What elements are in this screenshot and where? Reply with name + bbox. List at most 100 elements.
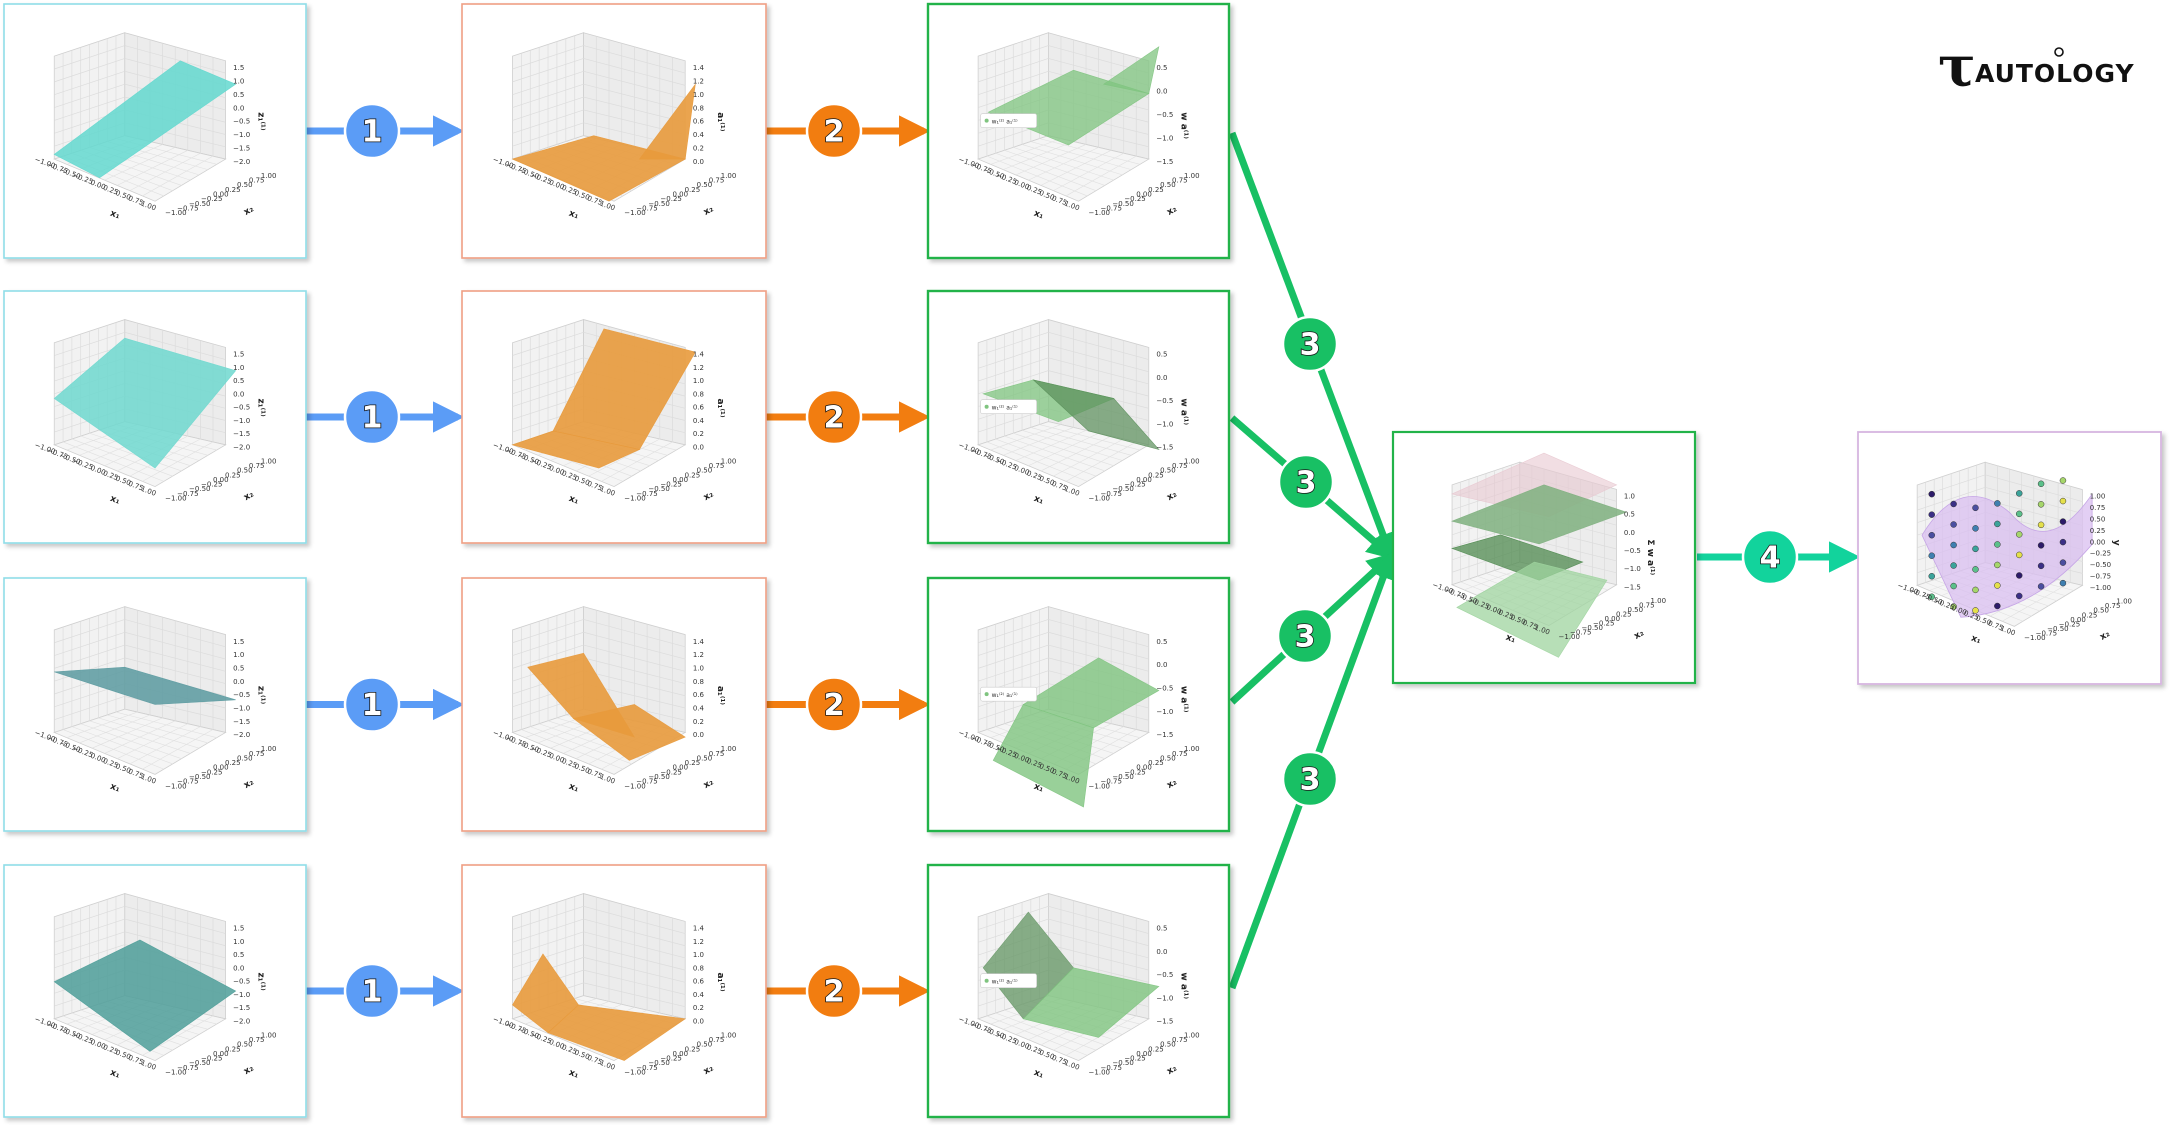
y-tick-label: 0.50 <box>237 754 253 762</box>
y-axis-label: x₂ <box>702 204 715 218</box>
z-tick-label: 0.0 <box>1156 661 1167 669</box>
z-tick-label: 0.0 <box>233 964 244 972</box>
y-tick-label: −1.00 <box>624 209 645 217</box>
z-tick-label: 1.00 <box>2090 493 2106 501</box>
z-axis-label: w a⁽¹⁾ <box>1178 686 1188 713</box>
step-4-badge: 4 <box>1741 528 1799 586</box>
z-tick-label: 1.2 <box>693 364 704 372</box>
y-axis-label: x₂ <box>702 1064 715 1078</box>
y-tick-label: −0.50 <box>648 773 669 781</box>
z-tick-label: 0.5 <box>1156 351 1167 359</box>
data-point <box>2015 551 2023 559</box>
step-1-badge-row-1: 1 <box>343 102 401 160</box>
data-point <box>2015 490 2023 497</box>
x-axis-label: x₁ <box>109 782 122 795</box>
z-tick-label: 0.0 <box>693 1017 704 1025</box>
y-tick-label: 0.25 <box>225 471 241 479</box>
z-tick-label: −1.0 <box>1624 565 1641 573</box>
z-tick-label: −1.00 <box>2090 584 2111 592</box>
y-tick-label: −0.25 <box>1593 620 1614 628</box>
y-tick-label: 0.25 <box>1148 1045 1164 1053</box>
output-panel: −1.00−0.75−0.50−0.250.000.250.500.751.00… <box>1857 431 2162 685</box>
step-badge-label: 3 <box>1300 328 1321 363</box>
step-badge-label: 4 <box>1760 541 1781 576</box>
data-point <box>2059 477 2067 484</box>
y-tick-label: −0.75 <box>1100 205 1121 213</box>
data-point <box>1972 586 1979 594</box>
z-tick-label: −1.0 <box>1156 134 1173 142</box>
z-tick-label: −0.75 <box>2090 573 2111 581</box>
sum-plane-mid <box>1451 484 1628 545</box>
y-tick-label: −1.00 <box>624 1069 645 1077</box>
y-tick-label: 0.75 <box>1172 176 1188 184</box>
y-tick-label: −0.25 <box>660 1055 681 1063</box>
y-tick-label: 0.50 <box>1160 1041 1176 1049</box>
z-tick-label: 0.5 <box>233 951 244 959</box>
z-tick-label: 0.5 <box>1624 511 1635 519</box>
sum-panel: −1.00−0.75−0.50−0.250.000.250.500.751.00… <box>1391 430 1697 685</box>
weighted-ramp-face <box>992 704 1094 808</box>
y-tick-label: −1.00 <box>2024 634 2045 642</box>
z-tick-label: 0.8 <box>693 678 704 686</box>
step-1-badge-row-4: 1 <box>343 962 401 1020</box>
y-tick-label: 0.50 <box>1627 606 1643 614</box>
z-tick-label: 1.2 <box>693 651 704 659</box>
logo-target-icon <box>2054 47 2064 57</box>
x-axis-label: x₁ <box>1032 782 1045 795</box>
weighted-panel-row-1: −1.00−0.75−0.50−0.250.000.250.500.751.00… <box>926 2 1231 260</box>
data-point <box>1994 602 2001 610</box>
y-tick-label: −0.50 <box>1582 624 1603 632</box>
data-point <box>2037 542 2045 549</box>
data-point <box>1950 562 1957 569</box>
x-axis-label: x₁ <box>567 209 580 222</box>
y-tick-label: −0.75 <box>636 1064 657 1072</box>
step-badge-circle <box>805 676 863 733</box>
z-tick-label: −0.5 <box>233 404 250 412</box>
y-tick-label: −0.50 <box>2047 625 2068 633</box>
data-point <box>1950 603 1957 610</box>
y-axis-label: x₂ <box>242 1064 255 1078</box>
y-tick-label: 0.75 <box>249 1036 265 1044</box>
z-axis-label: a₁⁽¹⁾ <box>715 686 725 706</box>
x-axis-label: x₁ <box>1970 634 1983 647</box>
y-tick-label: −0.50 <box>189 200 210 208</box>
y-tick-label: −0.50 <box>189 485 210 493</box>
y-tick-label: 0.25 <box>225 759 241 767</box>
z-tick-label: −1.5 <box>233 144 250 152</box>
z-tick-label: −2.0 <box>233 443 250 451</box>
y-tick-label: 0.50 <box>697 467 713 475</box>
z-tick-label: 0.0 <box>693 731 704 739</box>
z-tick-label: 1.0 <box>233 78 244 86</box>
y-tick-label: 1.00 <box>1184 1031 1200 1039</box>
weighted-panel-row-2: −1.00−0.75−0.50−0.250.000.250.500.751.00… <box>926 289 1231 545</box>
y-tick-label: 0.25 <box>225 1045 241 1053</box>
input-panel-row-3: −1.00−0.75−0.50−0.250.000.250.500.751.00… <box>3 577 307 832</box>
y-tick-label: −1.00 <box>165 782 186 790</box>
y-tick-label: 0.25 <box>1148 186 1164 194</box>
y-tick-label: −0.25 <box>660 768 681 776</box>
y-tick-label: 0.75 <box>709 750 725 758</box>
x-axis-label: x₁ <box>567 782 580 795</box>
data-point <box>1928 531 1935 539</box>
y-tick-label: 0.75 <box>249 462 265 470</box>
y-tick-label: 0.75 <box>249 750 265 758</box>
y-tick-label: 0.00 <box>2070 616 2086 624</box>
y-tick-label: 0.50 <box>237 1041 253 1049</box>
data-point <box>1928 511 1935 518</box>
y-tick-label: −0.75 <box>1100 778 1121 786</box>
step-2-badge-row-3: 2 <box>805 676 863 733</box>
z-tick-label: 1.2 <box>693 938 704 946</box>
y-tick-label: 0.25 <box>2082 611 2098 619</box>
z-tick-label: 0.0 <box>1624 529 1635 537</box>
y-tick-label: 1.00 <box>1184 457 1200 465</box>
legend-box: w₁⁽²⁾ a₁⁽¹⁾ <box>980 113 1037 128</box>
y-tick-label: 0.50 <box>697 754 713 762</box>
legend-box: w₁⁽²⁾ a₁⁽¹⁾ <box>980 686 1037 702</box>
data-point <box>2059 559 2067 566</box>
legend-box: w₁⁽²⁾ a₁⁽¹⁾ <box>980 973 1037 989</box>
y-axis-label: x₂ <box>702 490 715 504</box>
z-tick-label: −1.5 <box>1156 731 1173 739</box>
y-axis-label: x₂ <box>1165 490 1178 504</box>
z-tick-label: 0.0 <box>233 104 244 112</box>
x-axis-label: x₁ <box>109 209 122 222</box>
